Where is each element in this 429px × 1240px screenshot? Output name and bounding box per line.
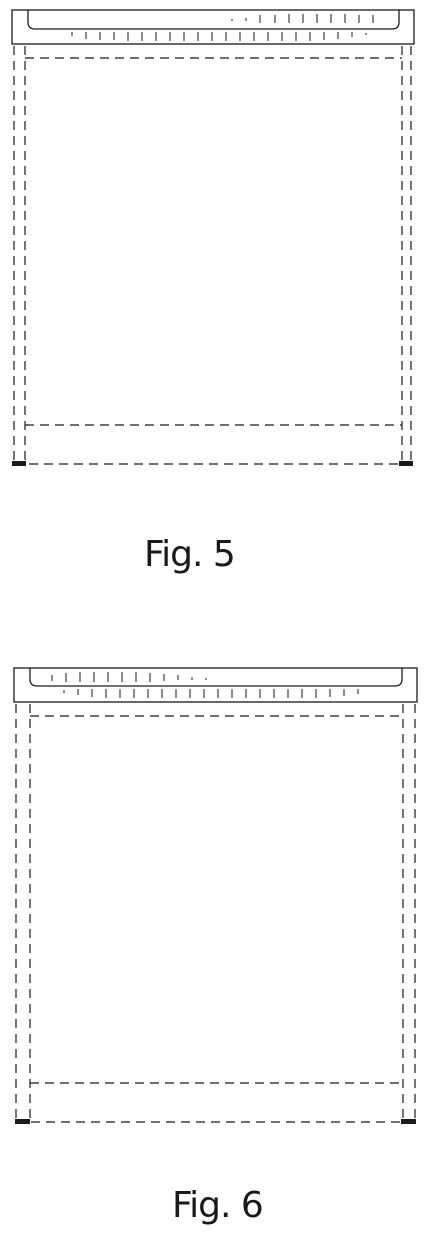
figure-6-caption: Fig. 6: [172, 1185, 263, 1226]
figure-5-hidden-lines: [14, 46, 411, 464]
figure-5-caption: Fig. 5: [144, 534, 235, 575]
figure-6: Fig. 6: [14, 668, 417, 1226]
figure-5-top-rim: [12, 10, 414, 44]
figure-5-rim-ticks: [72, 14, 373, 41]
figure-6-hidden-lines: [16, 704, 415, 1122]
figure-6-top-rim: [14, 668, 417, 702]
figure-5: Fig. 5: [12, 10, 414, 575]
figure-6-rim-ticks: [52, 672, 358, 698]
